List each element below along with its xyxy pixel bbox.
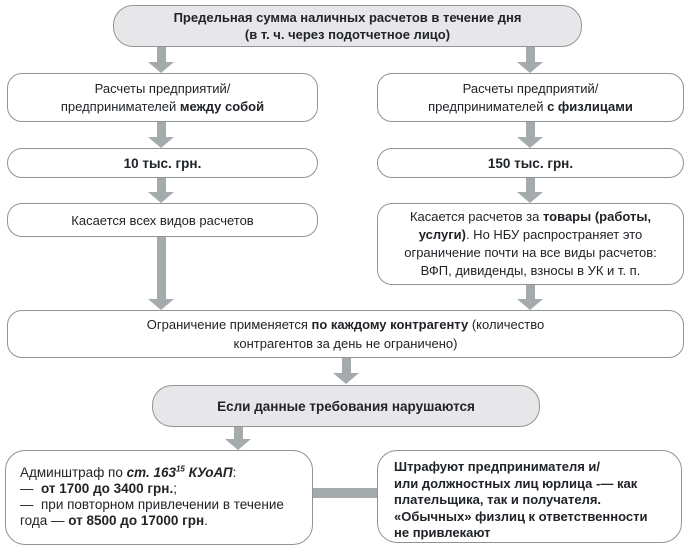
arrow-shaft [525,285,535,301]
text-segment-bold: между собой [179,98,265,114]
text-segment: Админштраф по [20,465,127,480]
text-segment-bold: товары (работы, [542,209,652,224]
limit-amount: 10 тыс. грн. [123,155,202,171]
fine-line-repeat-range: года — от 8500 до 17000 грн. [20,513,302,529]
title-line-2: (в т. ч. через подотчетное лицо) [244,27,451,42]
box-line: предпринимателей между собой [8,98,317,116]
arrow-shaft [156,47,166,64]
per-counterparty-rule-box: Ограничение применяется по каждому контр… [7,310,684,358]
box-line: Расчеты предприятий/ [462,80,599,96]
text-segment: Ограничение применяется [146,317,312,332]
arrow-shaft [525,122,535,139]
arrow-shaft [156,122,166,139]
scope-line: ограничение почти на все виды расчетов: [404,245,657,260]
arrow-shaft [233,427,243,441]
fine-line-statute: Админштраф по ст. 16315 КУоАП: [20,465,302,481]
arrow-shaft [156,237,166,301]
box-line: предпринимателей с физлицами [378,98,683,116]
arrow-head-icon [148,299,174,310]
text-segment: года — [20,513,69,528]
arrow-head-icon [148,137,174,148]
text-segment: : [232,465,237,480]
statute-superscript: 15 [175,464,185,474]
settlements-with-individuals-box: Расчеты предприятий/ предпринимателей с … [377,73,684,122]
text-segment: . Но НБУ распространяет это [465,227,643,242]
arrow-150k-to-scope [517,178,543,203]
arrow-between-businesses-to-10k [148,122,174,148]
box-line: Расчеты предприятий/ [94,80,231,96]
arrow-head-icon [517,62,543,73]
fine-line-first-range: — от 1700 до 3400 грн.; [20,481,302,497]
condition-text: Если данные требования нарушаются [217,398,475,414]
daily-cash-limit-title-box: Предельная сумма наличных расчетов в теч… [113,5,582,47]
title-line-1: Предельная сумма наличных расчетов в теч… [173,10,522,25]
fined-line: «Обычных» физлиц к ответственности [394,508,648,524]
text-segment: Касается расчетов за [409,209,543,224]
limit-amount: 150 тыс. грн. [487,155,574,171]
arrow-scope-left-to-rule [148,237,174,310]
connector-bar [313,488,377,498]
arrow-shaft [156,178,166,194]
arrow-shaft [525,178,535,194]
scope-line: ВФП, дивиденды, взносы в УК и т. п. [420,263,641,278]
who-is-fined-box: Штрафуют предпринимателя и/ или должност… [377,450,682,543]
fine-range-primary: от 1700 до 3400 грн. [41,481,174,496]
applies-all-settlements-box: Касается всех видов расчетов [7,203,318,237]
violation-condition-box: Если данные требования нарушаются [152,385,540,427]
statute-reference: КУоАП [184,465,233,480]
fine-range-repeat: от 8500 до 17000 грн [68,513,205,528]
arrow-head-icon [333,373,359,384]
scope-line: услуги). Но НБУ распространяет это [388,226,673,244]
limit-10k-box: 10 тыс. грн. [7,148,318,178]
arrow-head-icon [148,192,174,203]
arrow-shaft [525,47,535,64]
arrow-head-icon [517,192,543,203]
applies-goods-services-box: Касается расчетов за товары (работы, усл… [377,203,684,285]
text-segment: (количество [468,317,545,332]
fined-line: Штрафуют предпринимателя и/ [394,459,601,474]
arrow-head-icon [148,62,174,73]
rule-line: Ограничение применяется по каждому контр… [8,315,683,334]
arrow-top-to-with-individuals [517,47,543,73]
text-segment-bold: с физлицами [547,98,633,114]
admin-fine-box: Админштраф по ст. 16315 КУоАП: — от 1700… [5,450,313,545]
dash-segment: — [20,481,42,496]
arrow-head-icon [517,299,543,310]
text-segment-bold: по каждому контрагенту [311,317,469,332]
fined-line: плательщика, так и получателя. [394,492,602,507]
arrow-condition-to-fine [225,427,251,450]
arrow-scope-right-to-rule [517,285,543,310]
arrow-head-icon [225,439,251,450]
text-segment: предпринимателей [60,98,180,114]
text-segment: предпринимателей [428,98,548,114]
settlements-between-businesses-box: Расчеты предприятий/ предпринимателей ме… [7,73,318,122]
statute-reference: ст. 163 [126,465,176,480]
arrow-with-individuals-to-150k [517,122,543,148]
arrow-top-to-between-businesses [148,47,174,73]
limit-150k-box: 150 тыс. грн. [377,148,684,178]
arrow-10k-to-scope [148,178,174,203]
fined-line: не привлекают [394,525,491,540]
text-segment: ; [173,481,177,496]
text-segment-bold: услуги) [418,227,466,242]
fined-line: или должностных лиц юрлица -— как [394,475,638,491]
fine-line-repeat: — при повторном привлечении в течение [20,497,284,512]
arrow-rule-to-condition [333,358,359,384]
rule-line: контрагентов за день не ограничено) [233,336,458,351]
arrow-shaft [341,358,351,375]
scope-text: Касается всех видов расчетов [71,212,254,228]
arrow-head-icon [517,137,543,148]
text-segment: . [204,513,208,528]
scope-line: Касается расчетов за товары (работы, [388,208,673,226]
